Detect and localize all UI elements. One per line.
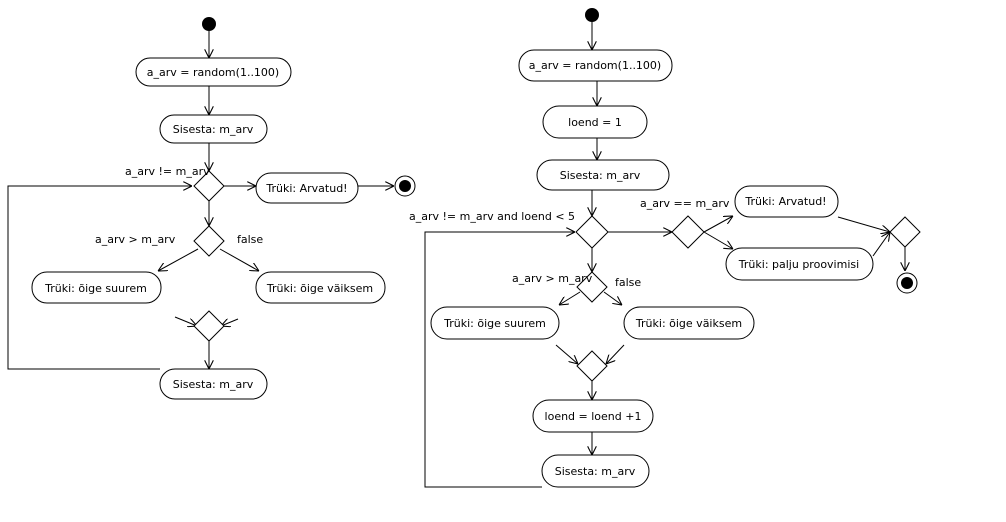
right-action-too-many-label: Trüki: palju proovimisi [738,258,859,271]
right-action-init-label: a_arv = random(1..100) [529,59,661,72]
left-loop-back-edge [7,186,192,370]
right-edge [872,232,890,257]
left-action-guessed-label: Trüki: Arvatud! [265,182,347,195]
right-action-too-many [725,247,874,281]
left-action-bigger [31,271,162,304]
left-action-bigger-label: Trüki: õige suurem [44,282,147,295]
right-action-counter-init [542,105,648,139]
left-action-init-label: a_arv = random(1..100) [147,66,279,79]
right-action-bigger-label: Trüki: õige suurem [443,317,546,330]
left-merge-node [193,310,225,342]
left-action-guessed [255,172,359,204]
right-start-node [585,8,599,22]
left-edge [174,316,197,326]
right-activity-diagram: a_arv = random(1..100) loend = 1 Sisesta… [409,8,921,488]
right-edge [559,291,581,305]
right-loop-back-edge [424,232,575,488]
right-edge [703,216,733,233]
right-guard-false-label: false [615,276,641,289]
right-action-input1 [536,159,670,191]
left-action-smaller-label: Trüki: õige väiksem [266,282,373,295]
right-action-input2 [541,454,650,488]
left-activity-diagram: a_arv = random(1..100) Sisesta: m_arv a_… [7,17,416,400]
left-action-smaller [255,271,386,304]
left-guard-false-label: false [237,233,263,246]
right-edge [606,344,625,364]
right-merge-end [889,216,921,248]
right-edge [837,216,890,232]
left-edge [221,319,239,326]
left-action-init [135,57,292,87]
left-start-node [202,17,216,31]
right-action-increment-label: loend = loend +1 [545,410,642,423]
right-edge [555,344,578,364]
left-action-input1 [159,114,268,144]
right-action-input2-label: Sisesta: m_arv [555,465,636,478]
right-decision-equal [671,215,705,249]
right-edge [703,231,733,249]
left-action-input2-label: Sisesta: m_arv [173,378,254,391]
right-decision-loop [575,215,609,249]
right-guard-loop-label: a_arv != m_arv and loend < 5 [409,210,575,223]
left-final-node-core [399,180,411,192]
right-guard-greater-label: a_arv > m_arv [512,272,593,285]
right-action-counter-init-label: loend = 1 [568,116,622,129]
left-guard-loop-label: a_arv != m_arv [125,165,210,178]
left-action-input2 [159,368,268,400]
right-action-guessed-label: Trüki: Arvatud! [744,195,826,208]
right-action-guessed [734,185,839,218]
right-merge-node [576,350,608,382]
left-guard-greater-label: a_arv > m_arv [95,233,176,246]
right-decision-greater [576,271,608,303]
right-action-increment [532,399,654,433]
right-action-smaller [623,306,755,340]
right-final-node-core [901,277,913,289]
right-action-bigger [430,306,560,340]
left-action-input1-label: Sisesta: m_arv [173,123,254,136]
right-action-input1-label: Sisesta: m_arv [560,169,641,182]
right-action-init [518,49,673,82]
left-decision-greater [193,225,225,257]
right-edge [603,291,622,305]
right-guard-equal-label: a_arv == m_arv [640,197,730,210]
left-edge [158,248,199,271]
left-edge [219,248,259,271]
right-action-smaller-label: Trüki: õige väiksem [635,317,742,330]
